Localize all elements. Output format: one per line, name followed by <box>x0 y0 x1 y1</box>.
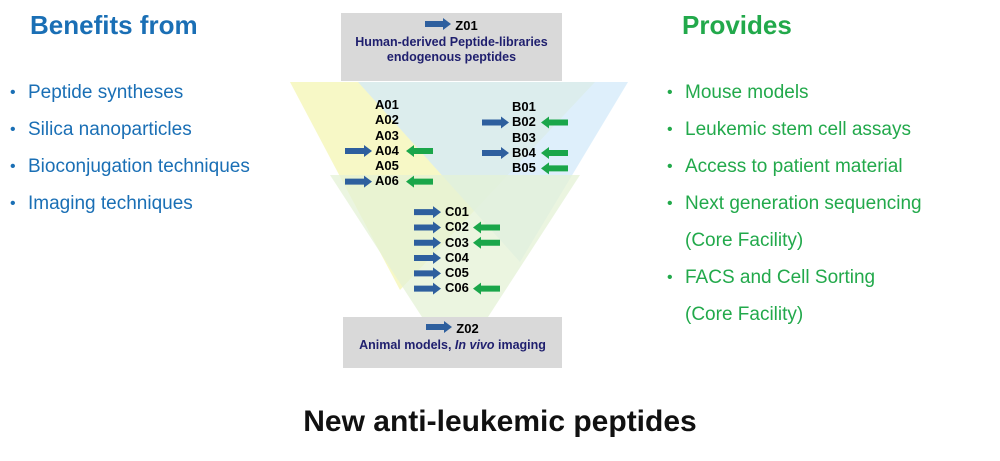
top-box: Z01 Human-derived Peptide-libraries endo… <box>341 13 562 81</box>
top-box-line2: endogenous peptides <box>386 50 517 64</box>
list-item: • FACS and Cell Sorting (Core Facility) <box>667 259 922 333</box>
list-item: • Next generation sequencing (Core Facilit… <box>667 185 922 259</box>
blue-arrow-icon <box>414 221 441 234</box>
bottom-box: Z02 Animal models, In vivo imaging <box>343 317 562 368</box>
top-box-code: Z01 <box>455 18 478 33</box>
bullet-icon: • <box>10 195 16 212</box>
list-item: • Mouse models <box>667 74 922 111</box>
bottom-box-code: Z02 <box>456 321 479 336</box>
provides-sublabel: (Core Facility) <box>685 230 804 251</box>
group-c-list: C01 C02 C03 C04 C05 C06 <box>445 204 469 296</box>
bullet-icon: • <box>10 84 16 101</box>
blue-arrow-icon <box>345 175 372 188</box>
code-item: B02 <box>512 114 536 130</box>
bullet-icon: • <box>667 158 673 175</box>
blue-arrow-icon <box>482 147 509 160</box>
provides-label: Next generation sequencing <box>685 193 922 214</box>
footer-title: New anti-leukemic peptides <box>303 405 697 438</box>
triangle-blue <box>358 82 628 262</box>
provides-sublabel: (Core Facility) <box>685 304 804 325</box>
provides-heading: Provides <box>682 10 792 40</box>
list-item: • Leukemic stem cell assays <box>667 111 922 148</box>
group-a-list: A01 A02 A03 A04 A05 A06 <box>375 97 399 189</box>
blue-arrow-icon <box>414 236 441 249</box>
code-item: A03 <box>375 127 399 143</box>
top-box-header: Z01 <box>341 17 562 35</box>
benefit-label: Bioconjugation techniques <box>28 156 250 177</box>
provides-list: • Mouse models • Leukemic stem cell assays… <box>667 74 922 333</box>
triangle-green <box>330 175 580 368</box>
code-item: A06 <box>375 173 399 189</box>
code-item: A05 <box>375 158 399 174</box>
bottom-box-text-prefix: Animal models, <box>359 338 455 352</box>
provides-label: Access to patient material <box>685 156 903 177</box>
green-arrow-icon <box>473 236 500 249</box>
list-item: • Silica nanoparticles <box>10 111 250 148</box>
arrow-shape <box>426 321 453 333</box>
provides-label: Leukemic stem cell assays <box>685 119 911 140</box>
bottom-box-text: Animal models, In vivo imaging <box>343 338 562 353</box>
green-arrow-icon <box>406 175 433 188</box>
blue-arrow-icon <box>414 252 441 265</box>
blue-arrow-icon <box>345 145 372 158</box>
code-item: C06 <box>445 280 469 296</box>
benefit-label: Silica nanoparticles <box>28 119 192 140</box>
bottom-box-text-suffix: imaging <box>494 338 546 352</box>
green-arrow-icon <box>541 147 568 160</box>
list-item: • Peptide syntheses <box>10 74 250 111</box>
bullet-icon: • <box>667 195 673 212</box>
code-item: A04 <box>375 142 399 158</box>
top-box-line1: Human-derived Peptide-libraries <box>355 35 548 49</box>
bullet-icon: • <box>10 158 16 175</box>
blue-arrow-icon <box>482 116 509 129</box>
code-item: A02 <box>375 112 399 128</box>
code-item: B04 <box>512 144 536 160</box>
code-item: C02 <box>445 219 469 235</box>
code-item: C05 <box>445 265 469 281</box>
green-arrow-icon <box>541 162 568 175</box>
bullet-icon: • <box>667 121 673 138</box>
green-arrow-icon <box>473 282 500 295</box>
benefits-heading: Benefits from <box>30 10 198 40</box>
green-arrow-icon <box>473 221 500 234</box>
benefit-label: Imaging techniques <box>28 193 193 214</box>
group-b-list: B01 B02 B03 B04 B05 <box>512 99 536 175</box>
green-arrow-icon <box>406 145 433 158</box>
blue-arrow-icon <box>425 18 452 30</box>
blue-arrow-icon <box>414 267 441 280</box>
code-item: C01 <box>445 204 469 219</box>
green-arrow-icon <box>541 116 568 129</box>
arrow-layer <box>345 116 568 295</box>
bullet-icon: • <box>667 269 673 286</box>
arrow-shape <box>425 18 452 30</box>
list-item: • Access to patient material <box>667 148 922 185</box>
code-item: C03 <box>445 234 469 250</box>
provides-label: Mouse models <box>685 82 809 103</box>
list-item: • Imaging techniques <box>10 185 250 222</box>
code-item: C04 <box>445 249 469 265</box>
benefit-label: Peptide syntheses <box>28 82 184 103</box>
code-item: A01 <box>375 97 399 112</box>
bottom-box-header: Z02 <box>343 320 562 338</box>
code-item: B01 <box>512 99 536 114</box>
blue-arrow-icon <box>414 282 441 295</box>
bullet-icon: • <box>667 84 673 101</box>
code-item: B05 <box>512 160 536 176</box>
blue-arrow-icon <box>414 206 441 219</box>
benefits-list: • Peptide syntheses • Silica nanoparticles… <box>10 74 250 222</box>
bottom-box-text-italic: In vivo <box>454 338 495 352</box>
provides-label: FACS and Cell Sorting <box>685 267 876 288</box>
blue-arrow-icon <box>426 321 453 333</box>
code-item: B03 <box>512 129 536 145</box>
bullet-icon: • <box>10 121 16 138</box>
list-item: • Bioconjugation techniques <box>10 148 250 185</box>
